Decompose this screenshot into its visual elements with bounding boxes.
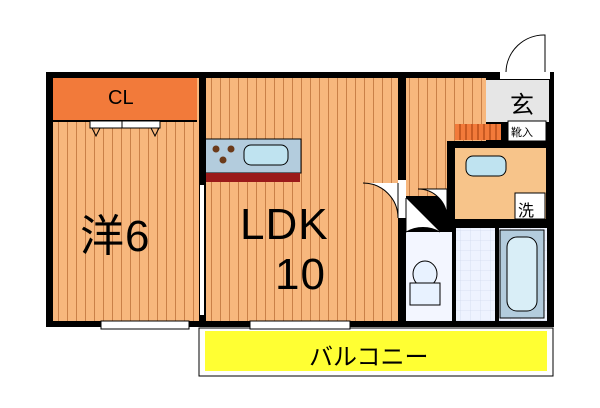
kitchen-sink <box>243 144 289 166</box>
shoe-box-label: 靴入 <box>511 127 533 139</box>
bathtub-inner <box>506 236 538 312</box>
stove-burner <box>219 156 227 164</box>
entry-door-swing <box>505 34 546 73</box>
closet-door-markers <box>91 127 160 138</box>
toilet-tank <box>409 282 441 306</box>
bathroom-divider <box>495 222 499 321</box>
ldk-floor <box>206 78 398 321</box>
entrance-floor <box>486 80 549 122</box>
window-ldk <box>249 320 351 330</box>
washroom-door-swing <box>417 188 448 219</box>
window-western <box>100 320 190 330</box>
western-room-label: 洋6 <box>80 212 151 261</box>
balcony-floor <box>205 331 547 371</box>
toilet-wall <box>452 221 456 321</box>
entrance-step-lines <box>459 124 497 140</box>
stove-burner <box>212 145 220 153</box>
washer-label: 洗 <box>518 203 535 220</box>
kitchen-dark-strip <box>205 173 300 182</box>
closet-door-left <box>89 120 123 129</box>
ldk-label: LDK <box>240 200 329 249</box>
closet-label: CL <box>108 87 134 109</box>
closet-door-right <box>121 120 161 129</box>
vanity-basin <box>465 155 507 177</box>
closet <box>53 78 197 120</box>
entrance-label: 玄 <box>510 92 534 119</box>
ldk-door-gap <box>398 180 406 218</box>
stove-burner <box>227 145 235 153</box>
ldk-size-label: 10 <box>275 250 326 299</box>
washer-space <box>514 192 546 220</box>
balcony-label: バルコニー <box>309 344 429 371</box>
entry-door-gap <box>500 70 550 79</box>
toilet-door-swing <box>405 198 441 233</box>
partition-sliding-door <box>200 185 204 315</box>
ldk-door-swing <box>362 182 399 219</box>
